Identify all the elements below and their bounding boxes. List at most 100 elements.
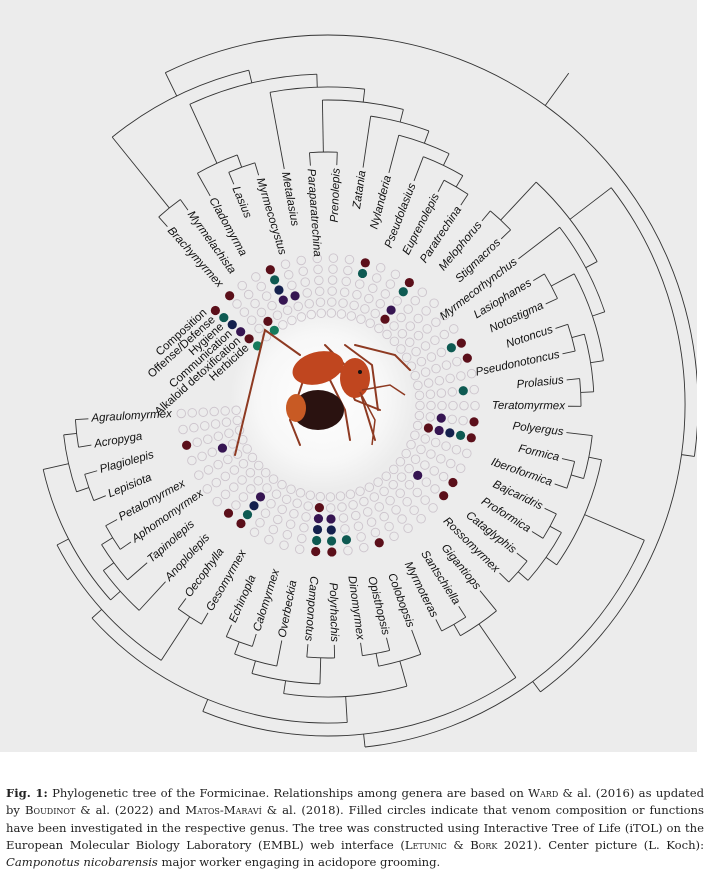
venom-dot-empty [370, 493, 379, 502]
genus-label: Dinomyrmex [345, 575, 366, 642]
venom-dot-empty [367, 518, 376, 527]
venom-dot-empty [349, 501, 358, 510]
branch-line [307, 644, 308, 657]
venom-dot-filled [463, 354, 472, 363]
venom-dot-empty [239, 459, 248, 468]
venom-dot-empty [375, 503, 384, 512]
venom-dot-empty [432, 318, 441, 327]
caption-text: Letunic & Bork [405, 838, 497, 852]
genus-label: Prolasius [516, 374, 565, 391]
venom-dot-empty [407, 440, 416, 449]
branch-line [364, 734, 365, 747]
genus-label: Notoncus [505, 324, 555, 351]
venom-dot-empty [389, 465, 398, 474]
clade-arc [159, 200, 181, 217]
branch-line [459, 606, 466, 617]
venom-dot-empty [316, 492, 325, 501]
branch-line [414, 157, 423, 181]
venom-dot-filled [182, 441, 191, 450]
genus-label: Polyrhachis [327, 582, 341, 642]
venom-dot-empty [341, 525, 350, 534]
venom-dot-empty [431, 438, 440, 447]
venom-dot-filled [311, 547, 320, 556]
venom-dot-empty [346, 490, 355, 499]
branch-line [586, 262, 597, 268]
venom-dot-empty [446, 374, 455, 383]
clade-arc [536, 182, 597, 261]
venom-dot-empty [389, 480, 398, 489]
venom-dot-empty [449, 401, 458, 410]
venom-dot-empty [442, 442, 451, 451]
venom-dot-empty [224, 455, 233, 464]
venom-dot-empty [272, 490, 281, 499]
caption-text: Ward [528, 786, 558, 800]
venom-dot-empty [342, 277, 351, 286]
venom-dot-empty [396, 457, 405, 466]
venom-dot-empty [303, 289, 312, 298]
venom-dot-filled [413, 471, 422, 480]
venom-dot-empty [415, 391, 424, 400]
clade-arc [57, 545, 161, 660]
caption-text: major worker engaging in acidopore groom… [158, 855, 440, 869]
branch-line [567, 379, 580, 380]
venom-dot-filled [467, 433, 476, 442]
genus-label: Metalasius [279, 171, 301, 227]
venom-dot-empty [414, 381, 423, 390]
branch-line [165, 73, 176, 96]
venom-dot-filled [224, 509, 233, 518]
venom-dot-filled [249, 501, 258, 510]
venom-dot-empty [411, 455, 420, 464]
venom-dot-empty [233, 300, 242, 309]
branch-line [581, 392, 594, 393]
clade-arc [106, 526, 121, 550]
venom-dot-empty [298, 534, 307, 543]
venom-dot-empty [305, 299, 314, 308]
genus-label: Prenolepis [329, 168, 343, 223]
branch-line [546, 298, 558, 303]
venom-dot-empty [393, 297, 402, 306]
venom-dot-empty [281, 260, 290, 269]
caption-text: 2021). Center picture (L. Koch): [497, 838, 704, 852]
venom-dot-empty [365, 483, 374, 492]
ant-gaster-front [286, 394, 306, 422]
venom-dot-filled [236, 519, 245, 528]
venom-dot-empty [251, 299, 260, 308]
venom-dot-empty [247, 316, 256, 325]
venom-dot-filled [457, 339, 466, 348]
venom-dot-empty [280, 541, 289, 550]
venom-dot-empty [293, 499, 302, 508]
venom-dot-empty [232, 501, 241, 510]
venom-dot-empty [386, 496, 395, 505]
venom-dot-empty [221, 472, 230, 481]
venom-dot-filled [405, 278, 414, 287]
venom-dot-empty [299, 267, 308, 276]
venom-dot-empty [304, 502, 313, 511]
venom-dot-filled [290, 291, 299, 300]
venom-dot-filled [424, 423, 433, 432]
venom-dot-filled [380, 315, 389, 324]
branch-line [284, 681, 286, 694]
venom-dot-empty [429, 504, 438, 513]
branch-line [120, 542, 131, 549]
venom-dot-empty [282, 495, 291, 504]
venom-dot-empty [397, 313, 406, 322]
venom-dot-empty [239, 493, 248, 502]
venom-dot-empty [339, 514, 348, 523]
venom-dot-empty [284, 271, 293, 280]
venom-dot-empty [278, 505, 287, 514]
clade-arc [103, 570, 139, 610]
venom-dot-empty [230, 466, 239, 475]
caption-text: Fig. 1: [6, 786, 48, 800]
venom-dot-empty [382, 472, 391, 481]
venom-dot-empty [198, 452, 207, 461]
venom-dot-filled [313, 525, 322, 534]
venom-dot-empty [412, 347, 421, 356]
branch-line [562, 459, 575, 462]
venom-dot-empty [452, 445, 461, 454]
venom-dot-filled [437, 414, 446, 423]
venom-dot-empty [269, 525, 278, 534]
venom-dot-empty [214, 432, 223, 441]
venom-dot-empty [327, 298, 336, 307]
venom-dot-empty [414, 331, 423, 340]
